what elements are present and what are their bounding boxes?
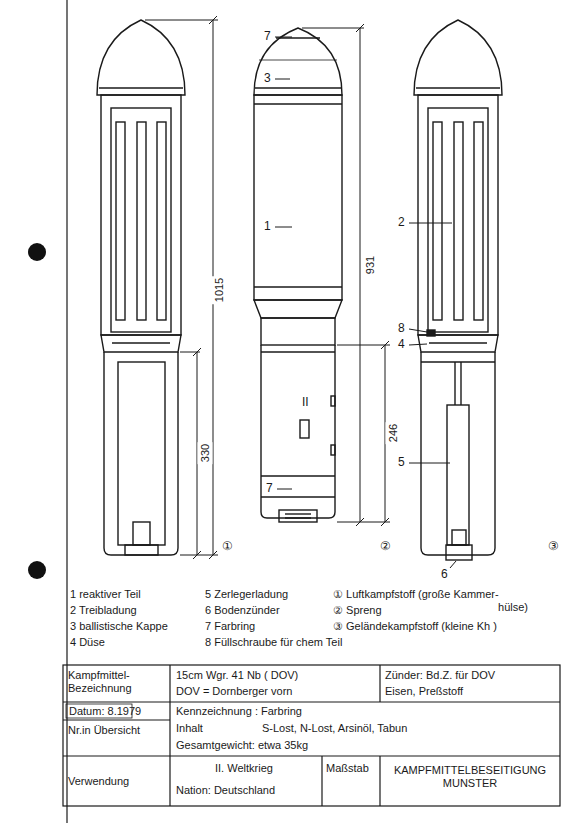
variant-key: ③ Geländekampfstoff (kleine Kh ) bbox=[333, 620, 497, 633]
part-key: 6 Bodenzünder bbox=[205, 604, 280, 617]
margin-line bbox=[66, 0, 67, 823]
table-cell: KAMPFMITTELBESEITIGUNG MUNSTER bbox=[383, 764, 557, 790]
callout-number: 2 bbox=[398, 216, 405, 229]
table-cell: Datum: 8.1979 bbox=[69, 705, 141, 718]
table-cell: Gesamtgewicht: etwa 35kg bbox=[176, 739, 308, 752]
table-cell: II. Weltkrieg bbox=[215, 762, 273, 775]
table-cell: Maßstab bbox=[326, 762, 369, 775]
marking-text: II bbox=[302, 396, 309, 409]
part-key: 8 Füllschraube für chem Teil bbox=[205, 636, 342, 649]
callout-number: 6 bbox=[441, 568, 448, 581]
table-cell: Kennzeichnung : Farbring bbox=[176, 705, 302, 718]
table-cell: Kampfmittel- Bezeichnung bbox=[68, 669, 164, 695]
variant-number: ③ bbox=[548, 540, 559, 553]
table-cell: Inhalt bbox=[176, 722, 203, 735]
dimension-value: 246 bbox=[386, 422, 401, 444]
callout-number: 1 bbox=[264, 220, 271, 233]
leader-lines bbox=[275, 37, 292, 489]
rocket-section-right bbox=[414, 20, 502, 560]
table-cell: Eisen, Preßstoff bbox=[385, 685, 463, 698]
leader-lines bbox=[409, 223, 456, 568]
callout-number: 5 bbox=[398, 456, 405, 469]
part-key: 2 Treibladung bbox=[70, 604, 137, 617]
variant-key: ② Spreng bbox=[333, 604, 382, 617]
table-cell: 15cm Wgr. 41 Nb ( DOV) bbox=[176, 669, 298, 682]
dimension-value: 931 bbox=[363, 254, 378, 276]
rocket-section-left bbox=[97, 20, 185, 555]
dimension-lines bbox=[302, 24, 390, 526]
rocket-view-middle bbox=[254, 28, 342, 522]
part-key: 5 Zerlegerladung bbox=[205, 588, 288, 601]
data-table bbox=[63, 665, 560, 806]
callout-number: 7 bbox=[264, 30, 271, 43]
table-cell: Zünder: Bd.Z. für DOV bbox=[385, 669, 495, 682]
callout-number: 7 bbox=[266, 482, 273, 495]
variant-number: ① bbox=[222, 540, 233, 553]
part-key: 4 Düse bbox=[70, 636, 105, 649]
part-key: 3 ballistische Kappe bbox=[70, 620, 168, 633]
callout-number: 3 bbox=[264, 72, 271, 85]
table-cell: Nation: Deutschland bbox=[176, 784, 275, 797]
part-key: 1 reaktiver Teil bbox=[70, 588, 141, 601]
callout-number: 4 bbox=[398, 338, 405, 351]
dimension-value: 330 bbox=[198, 442, 213, 464]
variant-number: ② bbox=[380, 540, 391, 553]
table-cell: DOV = Dornberger vorn bbox=[176, 685, 292, 698]
table-cell: S-Lost, N-Lost, Arsinöl, Tabun bbox=[262, 722, 407, 735]
punch-hole bbox=[28, 561, 46, 579]
punch-hole bbox=[28, 243, 46, 261]
callout-number: 8 bbox=[398, 322, 405, 335]
part-key: 7 Farbring bbox=[205, 620, 255, 633]
table-cell: Verwendung bbox=[68, 775, 129, 788]
dimension-lines bbox=[145, 16, 218, 559]
table-cell: Nr.in Übersicht bbox=[68, 724, 140, 737]
dimension-value: 1015 bbox=[212, 276, 227, 304]
